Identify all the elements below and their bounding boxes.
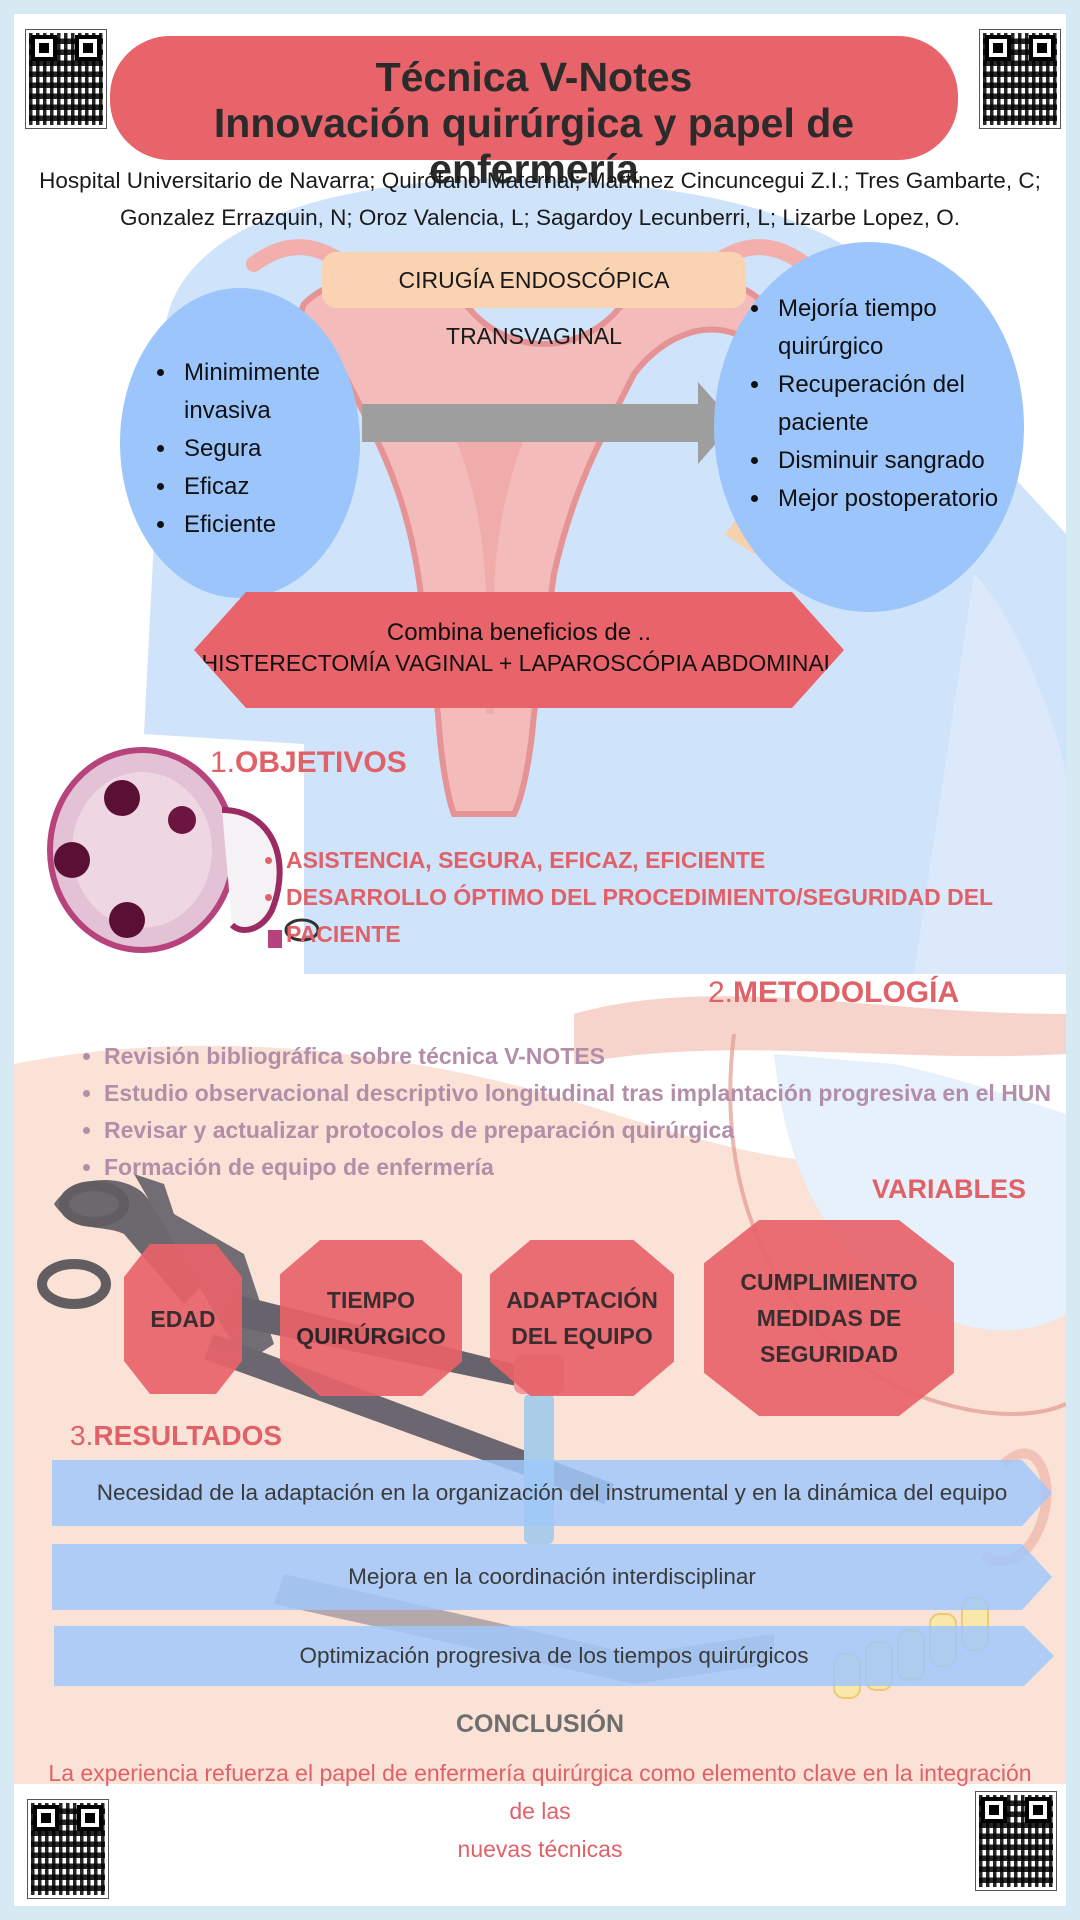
qr-code-icon (27, 1799, 109, 1899)
section-number: 1. (210, 746, 236, 779)
variable-cumplimiento-medidas: CUMPLIMIENTO MEDIDAS DE SEGURIDAD (704, 1220, 954, 1416)
section-title: METODOLOGÍA (733, 976, 960, 1009)
variables-heading: VARIABLES (872, 1174, 1027, 1204)
resultados-heading: 3.RESULTADOS (70, 1420, 282, 1452)
benefits-list-left: Minimimente invasiva Segura Eficaz Efici… (154, 354, 378, 544)
section-title: RESULTADOS (93, 1420, 283, 1451)
combina-line-2: HISTERECTOMÍA VAGINAL + LAPAROSCÓPIA ABD… (201, 650, 837, 676)
list-item: Mejoría tiempo quirúrgico (772, 290, 1032, 366)
qr-code-icon (25, 29, 107, 129)
variable-tiempo-quirurgico: TIEMPO QUIRÚRGICO (280, 1240, 462, 1396)
list-item: Formación de equipo de enfermería (104, 1149, 1066, 1186)
title-line-1: Técnica V-Notes (375, 54, 693, 100)
list-item: Segura (178, 430, 378, 468)
list-item: Eficiente (178, 506, 378, 544)
list-item: Recuperación del paciente (772, 366, 1032, 442)
objetivos-list: ASISTENCIA, SEGURA, EFICAZ, EFICIENTE DE… (258, 842, 1066, 953)
variable-line: ADAPTACIÓN (506, 1287, 658, 1313)
qr-code-icon (979, 29, 1061, 129)
list-item: Eficaz (178, 468, 378, 506)
metodologia-list: Revisión bibliográfica sobre técnica V-N… (76, 1038, 1066, 1186)
benefits-circle-left: Minimimente invasiva Segura Eficaz Efici… (120, 288, 360, 598)
authors: Hospital Universitario de Navarra; Quiró… (22, 162, 1058, 236)
variable-line: DEL EQUIPO (511, 1323, 653, 1349)
section-number: 2. (708, 976, 734, 1009)
variable-line: SEGURIDAD (759, 1341, 898, 1367)
list-item: DESARROLLO ÓPTIMO DEL PROCEDIMIENTO/SEGU… (286, 879, 1066, 953)
conclusion-line-2: nuevas técnicas (457, 1836, 623, 1862)
variable-line: MEDIDAS DE (756, 1305, 902, 1331)
list-item: Mejor postoperatorio (772, 480, 1032, 518)
variable-line: QUIRÚRGICO (296, 1323, 446, 1349)
technique-label: CIRUGÍA ENDOSCÓPICA TRANSVAGINAL (322, 252, 746, 349)
list-item: ASISTENCIA, SEGURA, EFICAZ, EFICIENTE (286, 842, 1066, 879)
result-bar-1: Necesidad de la adaptación en la organiz… (52, 1460, 1052, 1526)
authors-line-2: Gonzalez Errazquin, N; Oroz Valencia, L;… (119, 205, 961, 230)
result-bar-2: Mejora en la coordinación interdisciplin… (52, 1544, 1052, 1610)
list-item: Minimimente invasiva (178, 354, 378, 430)
variable-adaptacion-equipo: ADAPTACIÓN DEL EQUIPO (490, 1240, 674, 1396)
benefits-circle-right: Mejoría tiempo quirúrgico Recuperación d… (714, 242, 1024, 612)
title-line-2: Innovación quirúrgica y papel de enferme… (213, 100, 855, 192)
metodologia-heading: 2.METODOLOGÍA (708, 976, 959, 1010)
conclusion-line-1: La experiencia refuerza el papel de enfe… (48, 1760, 1032, 1824)
conclusion-text: La experiencia refuerza el papel de enfe… (34, 1754, 1046, 1868)
list-item: Revisión bibliográfica sobre técnica V-N… (104, 1038, 1066, 1075)
qr-code-icon (975, 1791, 1057, 1891)
section-number: 3. (70, 1420, 94, 1451)
section-title: OBJETIVOS (235, 746, 407, 779)
variable-line: TIEMPO (326, 1287, 416, 1313)
variable-line: EDAD (150, 1306, 216, 1332)
benefits-list-right: Mejoría tiempo quirúrgico Recuperación d… (748, 290, 1032, 518)
objetivos-heading: 1.OBJETIVOS (210, 746, 407, 780)
title-banner: Técnica V-Notes Innovación quirúrgica y … (110, 36, 958, 192)
list-item: Disminuir sangrado (772, 442, 1032, 480)
port-device-illustration (47, 747, 320, 953)
variable-line: CUMPLIMIENTO (740, 1269, 918, 1295)
combina-line-1: Combina beneficios de .. (386, 619, 652, 646)
variable-edad: EDAD (124, 1244, 242, 1394)
combina-banner: Combina beneficios de .. HISTERECTOMÍA V… (194, 592, 844, 708)
result-bar-3: Optimización progresiva de los tiempos q… (54, 1626, 1054, 1686)
list-item: Revisar y actualizar protocolos de prepa… (104, 1112, 1066, 1149)
list-item: Estudio observacional descriptivo longit… (104, 1075, 1066, 1112)
authors-line-1: Hospital Universitario de Navarra; Quiró… (39, 168, 1041, 193)
conclusion-heading: CONCLUSIÓN (455, 1710, 625, 1738)
poster: Técnica V-Notes Innovación quirúrgica y … (14, 14, 1066, 1906)
